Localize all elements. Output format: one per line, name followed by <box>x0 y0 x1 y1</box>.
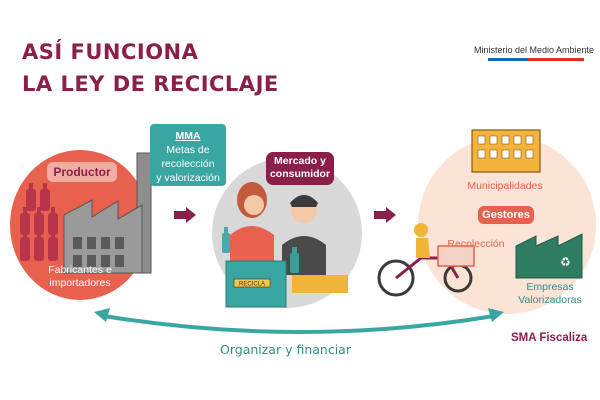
bottles-icon <box>20 183 58 261</box>
valorizadora-factory-icon: ♻ <box>515 233 583 279</box>
municipal-building-icon <box>471 129 541 173</box>
factory-icon <box>63 152 152 274</box>
arrow-head-right-icon <box>488 308 504 322</box>
bin-label: RECICLA <box>239 282 265 288</box>
arrow-head-left-icon <box>94 308 110 322</box>
man-figure-icon <box>282 195 326 275</box>
mercado-label-box: Mercado y consumidor <box>266 152 334 185</box>
title-line-2: LA LEY DE RECICLAJE <box>22 72 279 96</box>
municipalidades-label: Municipalidades <box>467 180 543 192</box>
mma-line-3: y valorización <box>156 172 220 184</box>
empresas-line-1: Empresas <box>526 281 574 293</box>
cargo-bike-icon <box>377 223 475 297</box>
productor-caption-2: importadores <box>49 277 111 289</box>
bottle-icon <box>222 227 299 273</box>
productor-caption-1: Fabricantes e <box>48 264 112 276</box>
empresas-line-2: Valorizadoras <box>518 294 582 306</box>
ministry-name: Ministerio del Medio Ambiente <box>474 45 595 55</box>
gestores-label: Gestores <box>478 206 534 224</box>
arrow-right-icon <box>174 207 196 223</box>
sma-fiscaliza-label: SMA Fiscaliza <box>511 332 588 344</box>
mma-label: MMA <box>175 130 201 142</box>
recycle-icon: ♻ <box>560 255 571 269</box>
woman-figure-icon <box>230 182 274 265</box>
organize-finance-arrow <box>94 308 504 334</box>
mercado-line-2: consumidor <box>269 168 331 180</box>
mma-line-1: Metas de <box>166 144 210 156</box>
productor-label: Productor <box>47 162 117 182</box>
mercado-line-1: Mercado y <box>274 155 326 167</box>
organizar-financiar-label: Organizar y financiar <box>220 342 351 357</box>
government-flag-bar <box>488 58 584 61</box>
counter-icon <box>292 275 348 293</box>
factory-and-bottles-illustration <box>20 152 152 274</box>
arrow-right-icon-2 <box>374 207 396 223</box>
consumers-illustration: RECICLA <box>222 182 348 308</box>
title-line-1: ASÍ FUNCIONA <box>22 40 199 64</box>
mma-line-2: recolección <box>161 158 215 170</box>
mma-goals-box: MMA Metas de recolección y valorización <box>150 124 226 186</box>
